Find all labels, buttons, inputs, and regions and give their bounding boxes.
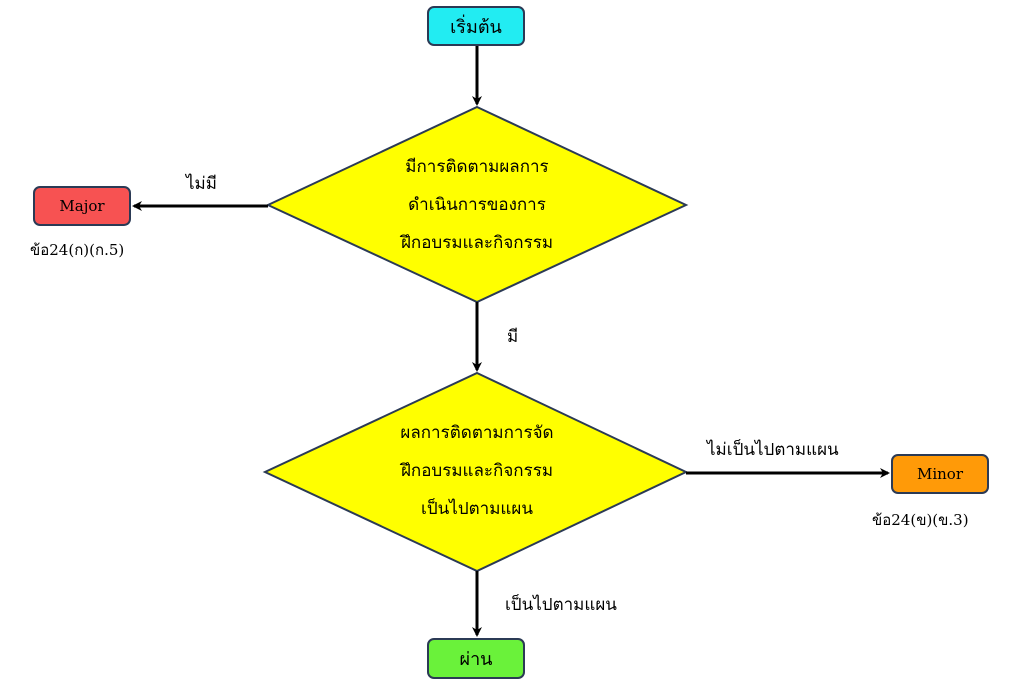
major-node[interactable]: Major <box>33 186 131 226</box>
decision2-line-1: ผลการติดตามการจัด <box>400 423 554 443</box>
decision1-text: มีการติดตามผลการ ดำเนินการของการ ฝึกอบรม… <box>322 148 632 262</box>
edge-label-on-plan: เป็นไปตามแผน <box>505 595 617 615</box>
edge-label-yes: มี <box>507 327 519 347</box>
edge-label-not-on-plan: ไม่เป็นไปตามแผน <box>707 440 839 460</box>
start-label: เริ่มต้น <box>450 16 502 38</box>
decision2-text: ผลการติดตามการจัด ฝึกอบรมและกิจกรรม เป็น… <box>322 414 632 528</box>
decision1-line-3: ฝึกอบรมและกิจกรรม <box>400 233 554 253</box>
edge-label-no: ไม่มี <box>186 174 217 194</box>
minor-node[interactable]: Minor <box>891 454 989 494</box>
pass-label: ผ่าน <box>459 649 493 670</box>
major-reference: ข้อ24(ก)(ก.5) <box>30 241 125 259</box>
decision1-line-1: มีการติดตามผลการ <box>405 157 549 177</box>
decision2-line-2: ฝึกอบรมและกิจกรรม <box>400 461 554 481</box>
start-node[interactable]: เริ่มต้น <box>427 6 525 46</box>
minor-label: Minor <box>916 465 964 483</box>
major-label: Major <box>59 197 105 215</box>
minor-reference: ข้อ24(ข)(ข.3) <box>872 511 969 529</box>
pass-node[interactable]: ผ่าน <box>427 638 525 679</box>
decision2-line-3: เป็นไปตามแผน <box>421 499 533 519</box>
decision1-line-2: ดำเนินการของการ <box>408 195 546 215</box>
